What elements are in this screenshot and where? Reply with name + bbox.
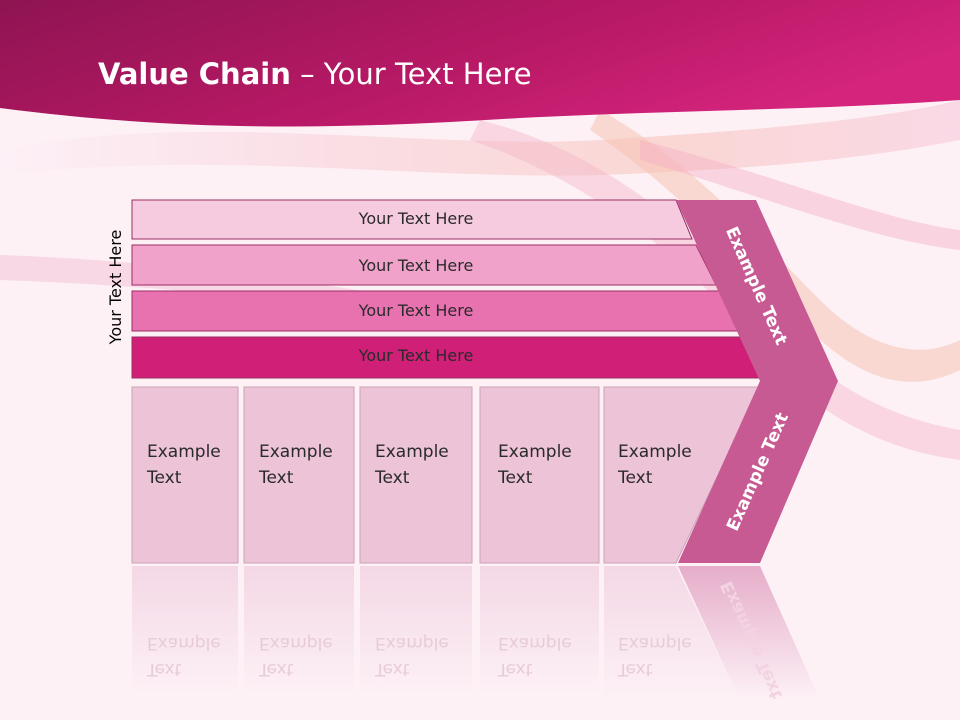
cell-4-text: Example Text (498, 439, 572, 491)
bar-1-label: Your Text Here (358, 209, 474, 228)
bar-1-shape (131, 199, 693, 240)
cell-2-shape (243, 386, 355, 564)
cell-2-text: Example Text (259, 439, 333, 491)
cell-1-line2: Text (147, 468, 182, 488)
reflection-3-line2: Text (375, 659, 410, 679)
cell-5-shape (603, 386, 761, 564)
title-bold: Value Chain (98, 57, 291, 91)
reflection-text-4: Text Example (498, 630, 572, 682)
cell-4-line1: Example (498, 442, 572, 462)
reflection-4-line1: Example (498, 633, 572, 653)
reflection-5-line1: Example (618, 633, 692, 653)
cell-2-line2: Text (259, 468, 294, 488)
reflection (132, 566, 820, 700)
cell-3-line2: Text (375, 468, 410, 488)
reflection-text-1: Text Example (147, 630, 221, 682)
reflection-text-5: Text Example (618, 630, 692, 682)
cell-1-shape (131, 386, 239, 564)
cell-5-line2: Text (618, 468, 653, 488)
reflection-3-line1: Example (375, 633, 449, 653)
reflection-text-2: Text Example (259, 630, 333, 682)
header-band (0, 0, 960, 127)
cell-1-line1: Example (147, 442, 221, 462)
cell-3-text: Example Text (375, 439, 449, 491)
reflection-2-line2: Text (259, 659, 294, 679)
title-rest: – Your Text Here (290, 57, 532, 91)
reflection-1-line2: Text (147, 659, 182, 679)
cell-3-shape (359, 386, 473, 564)
reflection-1-line1: Example (147, 633, 221, 653)
cell-5-line1: Example (618, 442, 692, 462)
cell-2-line1: Example (259, 442, 333, 462)
chevron-shape (676, 200, 838, 563)
side-label: Your Text Here (106, 229, 125, 345)
reflection-2-line1: Example (259, 633, 333, 653)
cell-5-text: Example Text (618, 439, 692, 491)
cell-4-shape (479, 386, 600, 564)
bar-2-label: Your Text Here (358, 256, 474, 275)
cell-4-line2: Text (498, 468, 533, 488)
reflection-text-3: Text Example (375, 630, 449, 682)
cell-3-line1: Example (375, 442, 449, 462)
slide-title: Value Chain – Your Text Here (98, 52, 532, 96)
bar-3-label: Your Text Here (358, 301, 474, 320)
cell-1-text: Example Text (147, 439, 221, 491)
reflection-4-line2: Text (498, 659, 533, 679)
reflection-5-line2: Text (618, 659, 653, 679)
bar-4-label: Your Text Here (358, 346, 474, 365)
